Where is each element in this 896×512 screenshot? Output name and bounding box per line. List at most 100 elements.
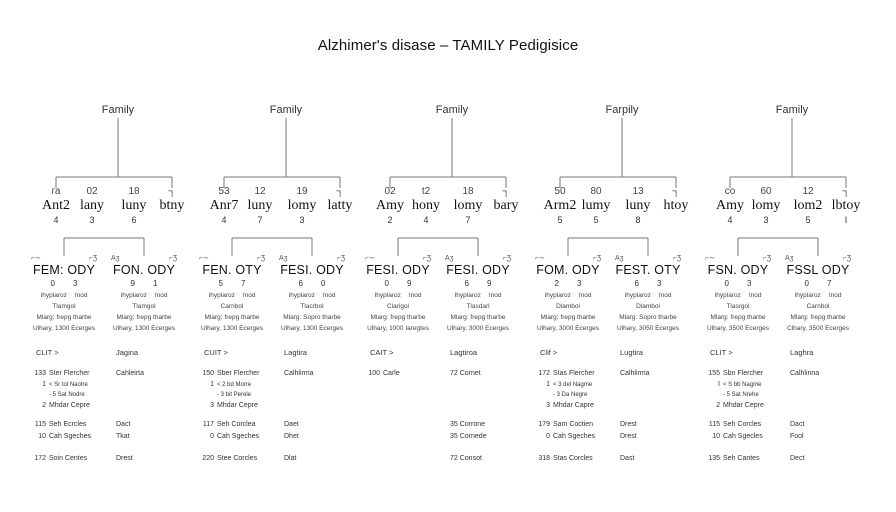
member-code: 50 xyxy=(554,186,566,197)
branch-glyphs: Aʒ⌐Ʒ xyxy=(609,254,687,263)
entry-left: I< S bb Nagme xyxy=(706,381,761,388)
branch-caption: Carnbol xyxy=(806,303,830,310)
entry-right: 72 Consot xyxy=(450,455,482,462)
member-code: ┐ xyxy=(842,186,850,197)
family-member[interactable]: ┐bary xyxy=(485,186,527,214)
bracket-icon: ⌐∼ xyxy=(199,255,209,262)
value-label: Inod xyxy=(488,292,502,299)
branch-caption: Clarigol xyxy=(386,303,410,310)
section-header-right: Lagtiroa xyxy=(450,348,478,357)
entry-right: Daet xyxy=(284,421,299,428)
branch-name: FEN. OTY xyxy=(202,263,262,277)
branch-glyphs: Aʒ⌐Ʒ xyxy=(779,254,857,263)
member-code: 53 xyxy=(218,186,230,197)
entry-text: Seh Ecrcles xyxy=(49,421,87,428)
entry-number: 172 xyxy=(34,455,46,462)
entry-right: Dect xyxy=(790,455,805,462)
section-header-left: CLIT > xyxy=(710,348,733,357)
branch-detail: Mlarg: frepg tharbe xyxy=(36,314,92,321)
entry-right: Calhlirma xyxy=(620,370,650,377)
branch-name: FESI. ODY xyxy=(280,263,344,277)
entry-text: Sam Coctien xyxy=(553,421,594,428)
family-member[interactable]: ┐latty xyxy=(319,186,361,214)
branch-glyphs: ⌐∼⌐Ʒ xyxy=(529,254,607,263)
entry-number: I xyxy=(718,381,720,388)
entry-number: 1 xyxy=(42,381,46,388)
member-name: luny xyxy=(625,198,651,213)
value-label: Ihyplaroz xyxy=(794,292,821,299)
entry-number: 1 xyxy=(210,381,214,388)
member-name: btny xyxy=(159,198,185,213)
branch-detail: Ulhary, 3500 Ecerges xyxy=(706,325,770,332)
member-code: ┐ xyxy=(168,186,176,197)
entry-number: 150 xyxy=(202,370,214,377)
entry-text: Seh Corcles xyxy=(723,421,762,428)
section-header-right: Lagtira xyxy=(284,348,307,357)
value-label: Ihyplaroz xyxy=(120,292,147,299)
family-member[interactable]: ┐htoy xyxy=(655,186,697,214)
member-number: 2 xyxy=(387,215,393,225)
member-name: luny xyxy=(247,198,273,213)
entry-left: - 3 Da Negre xyxy=(536,391,587,398)
entry-right: 72 Cornet xyxy=(450,370,481,377)
member-name: lomy xyxy=(453,198,483,213)
value-label: Inod xyxy=(242,292,256,299)
entry-text: Cah Sgeches xyxy=(217,433,260,440)
section-header-left: CUIT > xyxy=(204,348,228,357)
branch-value: 3 xyxy=(73,279,78,288)
entry-right: Dact xyxy=(790,421,805,428)
branch-detail: Mlarg: Sopro tharbe xyxy=(283,314,341,321)
member-code: 12 xyxy=(254,186,266,197)
member-name: lany xyxy=(79,198,105,213)
entry-text: Seh Cantes xyxy=(723,455,760,462)
branch-value: 2 xyxy=(554,279,559,288)
value-label: Ihyplaroz xyxy=(288,292,315,299)
member-code: 18 xyxy=(128,186,140,197)
family-member[interactable]: ┐btny xyxy=(151,186,193,214)
branch-value: 1 xyxy=(153,279,158,288)
entry-right: Fool xyxy=(790,433,804,440)
entry-text: - 5 Sat Nrehe xyxy=(723,392,759,398)
member-number: 4 xyxy=(423,215,429,225)
member-code: 19 xyxy=(296,186,308,197)
value-label: Ihyplaroz xyxy=(544,292,571,299)
value-label: Ihyplaroz xyxy=(40,292,67,299)
branch-value: 0 xyxy=(50,279,55,288)
entry-number: 10 xyxy=(38,433,46,440)
branch-glyphs: Aʒ⌐Ʒ xyxy=(273,254,351,263)
